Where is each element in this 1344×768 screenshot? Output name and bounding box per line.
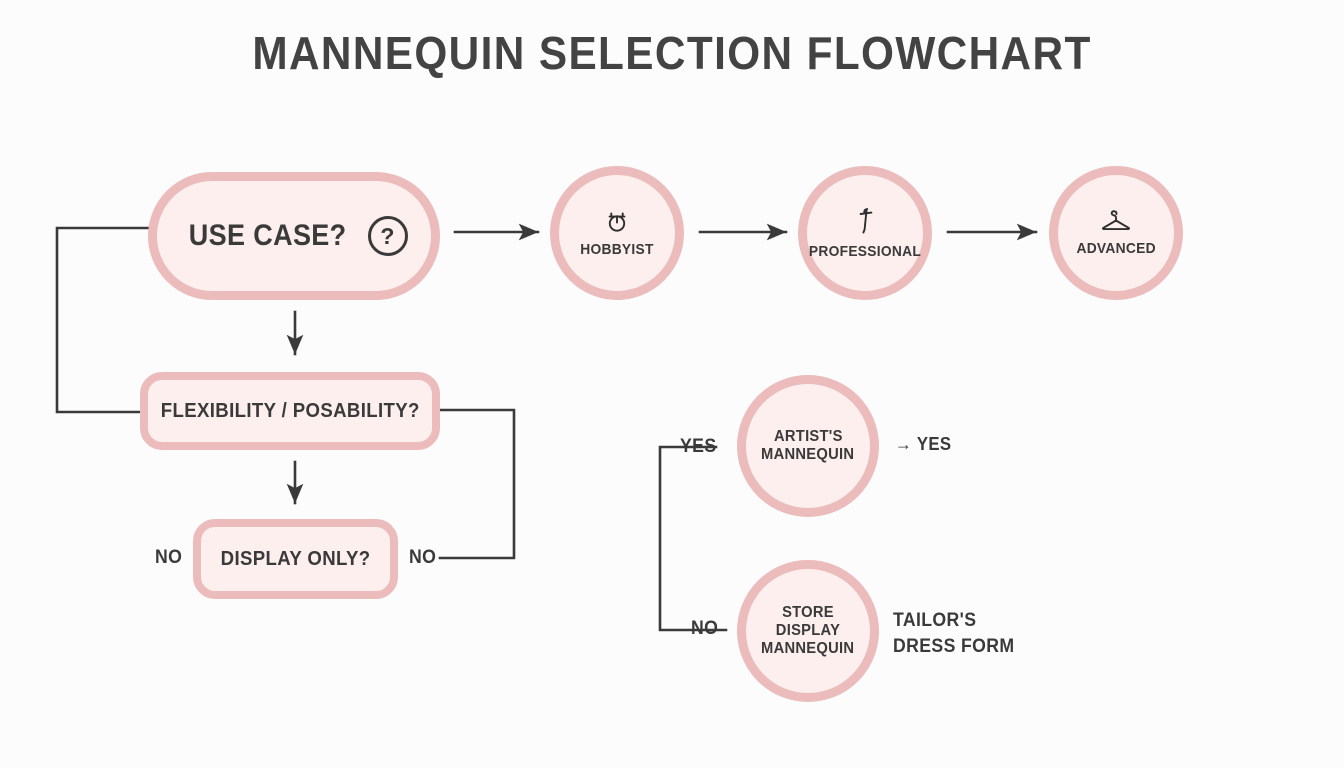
annotation-tailors-line1: TAILOR'S — [893, 610, 977, 631]
node-advanced-label: ADVANCED — [1076, 239, 1156, 257]
node-hobbyist-label: HOBBYIST — [580, 240, 654, 258]
question-mark-circle-icon: ? — [367, 216, 408, 256]
edge-label-yes-outcome: → YES — [895, 434, 952, 454]
connector-left-bracket — [55, 226, 150, 414]
connector-branch-bracket — [658, 445, 728, 632]
page-title: MANNEQUIN SELECTION FLOWCHART — [252, 27, 1092, 79]
node-professional[interactable]: PROFESSIONAL — [798, 166, 932, 300]
edge-label-no-left: NO — [155, 547, 183, 568]
node-store-display-label-line1: STORE DISPLAY — [775, 604, 841, 640]
node-professional-label: PROFESSIONAL — [808, 242, 922, 260]
node-use-case[interactable]: USE CASE? ? — [148, 172, 440, 300]
node-flexibility-label: FLEXIBILITY / POSABILITY? — [160, 399, 420, 422]
edge-label-no-branch: NO — [691, 618, 719, 639]
node-display-only-label: DISPLAY ONLY? — [220, 547, 371, 570]
node-artists-mannequin[interactable]: ARTIST'S MANNEQUIN — [737, 375, 879, 517]
node-use-case-label: USE CASE? — [189, 219, 347, 252]
node-store-display-mannequin[interactable]: STORE DISPLAY MANNEQUIN — [737, 560, 879, 702]
needle-icon — [852, 206, 878, 241]
edge-label-no-right: NO — [409, 547, 437, 568]
node-artists-mannequin-label-line2: MANNEQUIN — [761, 446, 855, 463]
annotation-tailors-dress-form: TAILOR'S DRESS FORM — [893, 608, 1015, 659]
edge-label-yes-branch: YES — [680, 436, 717, 457]
node-advanced[interactable]: ADVANCED — [1049, 166, 1183, 300]
thimble-icon — [604, 208, 630, 239]
node-flexibility-posability[interactable]: FLEXIBILITY / POSABILITY? — [140, 372, 440, 450]
annotation-tailors-line2: DRESS FORM — [893, 635, 1015, 657]
node-artists-mannequin-label-line1: ARTIST'S — [773, 428, 843, 446]
node-display-only[interactable]: DISPLAY ONLY? — [193, 519, 398, 599]
connector-right-bracket — [438, 408, 516, 560]
node-hobbyist[interactable]: HOBBYIST — [550, 166, 684, 300]
node-store-display-label-line2: MANNEQUIN — [761, 639, 855, 657]
clothes-hanger-icon — [1100, 209, 1132, 238]
